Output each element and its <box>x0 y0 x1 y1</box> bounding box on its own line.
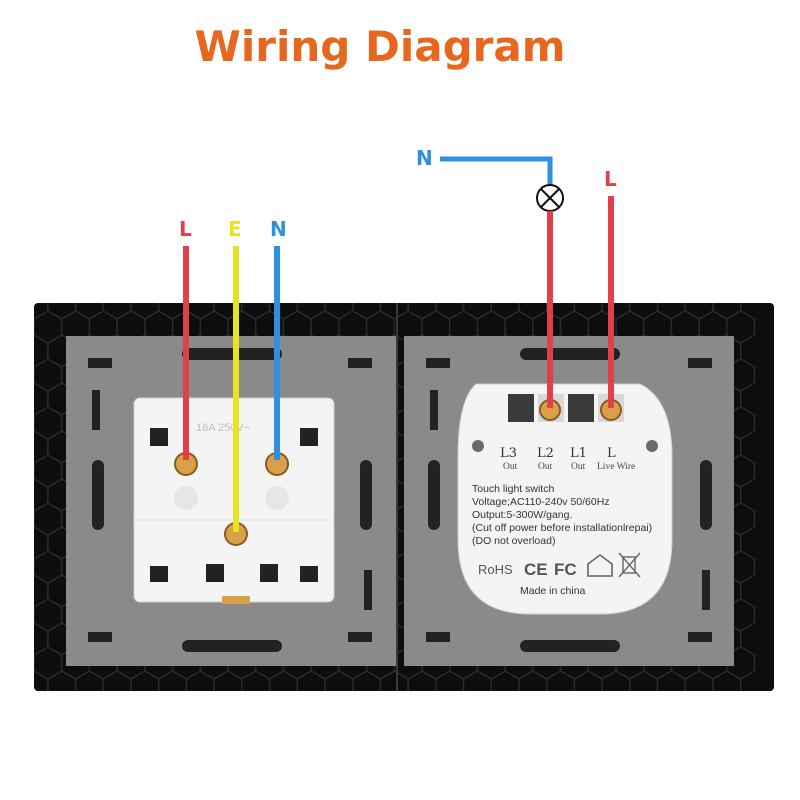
hex-cell <box>573 670 603 691</box>
lamp-icon <box>536 184 564 212</box>
terminal-sublabel: Live Wire <box>597 462 635 472</box>
hex-cell <box>213 670 243 691</box>
socket-slot <box>150 566 168 582</box>
made-in-label: Made in china <box>520 585 586 597</box>
switch-live-label: L <box>604 167 617 191</box>
hex-cell <box>546 670 576 691</box>
switch-module: L3 L2 L1 L Out Out Out Live Wire Touch l… <box>457 383 673 615</box>
fc-mark: FC <box>554 560 577 579</box>
socket-live-label: L <box>179 217 192 241</box>
hex-cell <box>185 670 215 691</box>
socket-rating: 16A 250V~ <box>196 422 250 434</box>
socket-slot <box>150 428 168 446</box>
weee-bin-icon <box>618 552 641 578</box>
rohs-mark: RoHS <box>478 562 513 577</box>
hex-cell <box>268 670 298 691</box>
ce-mark: CE <box>524 560 548 579</box>
terminal-sublabel: Out <box>571 462 586 472</box>
switch-neutral-wire <box>440 156 553 185</box>
hex-cell <box>435 670 465 691</box>
hex-cell <box>601 670 631 691</box>
hex-cell <box>241 670 271 691</box>
terminal-label: L <box>607 446 616 461</box>
terminal-label: L1 <box>570 446 587 461</box>
hex-cell <box>324 670 354 691</box>
page-title: Wiring Diagram <box>194 22 566 71</box>
hex-cell <box>102 670 132 691</box>
socket-slot <box>206 564 224 582</box>
terminal-label: L3 <box>500 446 517 461</box>
hex-cell <box>712 670 742 691</box>
hex-cell <box>296 670 326 691</box>
hex-cell <box>629 670 659 691</box>
socket-neutral-label: N <box>270 217 287 241</box>
spec-line: Touch light switch <box>472 483 554 495</box>
hex-cell <box>462 670 492 691</box>
spec-line: Voltage;AC110-240v 50/60Hz <box>472 496 610 508</box>
hex-cell <box>47 670 77 691</box>
terminal-sublabel: Out <box>503 462 518 472</box>
terminal-sublabel: Out <box>538 462 553 472</box>
hex-cell <box>684 670 714 691</box>
hex-cell <box>518 670 548 691</box>
home-icon <box>587 554 613 577</box>
socket-slot <box>260 564 278 582</box>
hex-cell <box>157 670 188 691</box>
socket-earth-label: E <box>228 217 242 241</box>
hex-cell <box>74 670 105 691</box>
hex-cell <box>407 670 437 691</box>
terminal-label: L2 <box>537 446 554 461</box>
hex-cell <box>379 670 409 691</box>
hex-cell <box>352 670 382 691</box>
switch-neutral-label: N <box>416 146 433 170</box>
hex-cell <box>490 670 520 691</box>
hex-cell <box>656 670 686 691</box>
spec-line: Output:5-300W/gang. <box>472 509 572 521</box>
hex-cell <box>130 670 160 691</box>
spec-line: (Cut off power before installationlrepai… <box>472 522 652 534</box>
socket-slot <box>300 428 318 446</box>
socket-slot <box>300 566 318 582</box>
spec-line: (DO not overload) <box>472 535 555 547</box>
